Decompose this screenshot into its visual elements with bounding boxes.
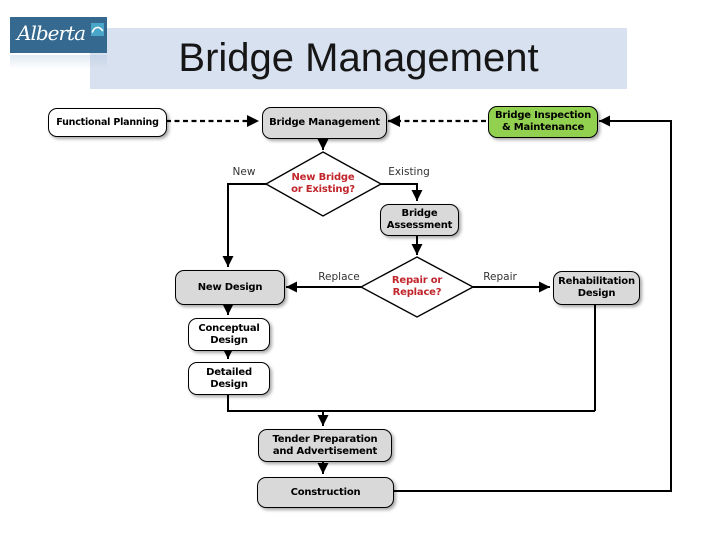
edge-label-repair: Repair [483, 271, 517, 283]
node-construction: Construction [257, 477, 394, 508]
decision-new-existing-shape [264, 151, 383, 217]
node-bridge-management: Bridge Management [262, 107, 387, 139]
logo-reflection [10, 55, 107, 69]
title-band: Bridge Management [90, 28, 627, 89]
page-title: Bridge Management [178, 36, 539, 80]
edge-label-new: New [232, 166, 256, 178]
decision-repair-or-replace: Repair or Replace? [391, 274, 443, 299]
decision-new-bridge-or-existing: New Bridge or Existing? [291, 171, 355, 196]
decision-repair-replace-shape [359, 256, 475, 318]
node-detailed-design: Detailed Design [188, 362, 270, 395]
alberta-logo: Alberta [10, 17, 107, 53]
edge-label-replace: Replace [318, 271, 360, 283]
node-conceptual-design: Conceptual Design [188, 318, 270, 351]
logo-swoosh-icon [91, 23, 104, 36]
alberta-logo-wordmark: Alberta [17, 21, 86, 45]
node-new-design: New Design [175, 270, 285, 305]
node-tender-preparation: Tender Preparation and Advertisement [258, 429, 392, 462]
node-functional-planning: Functional Planning [48, 108, 167, 137]
node-bridge-inspection-maintenance: Bridge Inspection & Maintenance [488, 106, 598, 138]
node-rehabilitation-design: Rehabilitation Design [553, 271, 640, 305]
edge-label-existing: Existing [388, 166, 430, 178]
node-bridge-assessment: Bridge Assessment [380, 204, 459, 236]
